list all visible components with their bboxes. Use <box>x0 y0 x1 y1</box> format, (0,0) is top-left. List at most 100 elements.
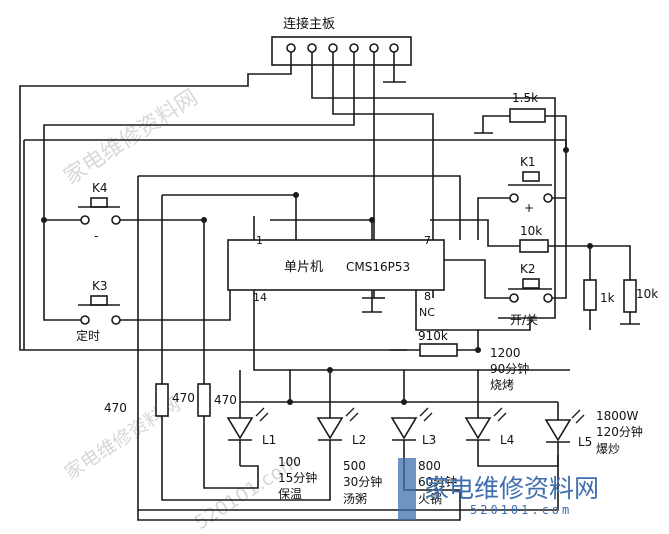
key-k4-label: K4 <box>92 181 108 195</box>
mcu-model: CMS16P53 <box>346 260 410 274</box>
led-l2-time: 30分钟 <box>343 474 382 489</box>
connector-header: 连接主板 <box>271 16 412 66</box>
junction-dot <box>201 217 207 223</box>
key-k3-sub: 定时 <box>76 328 100 343</box>
resistor-body <box>519 239 549 253</box>
key-k4-contact <box>111 215 121 225</box>
key-k4-sub: - <box>94 229 98 243</box>
logo-text: 家电维修资料网 <box>424 474 599 503</box>
mcu-chip: 单片机 CMS16P53 1 7 14 8 NC <box>227 234 445 319</box>
resistor-10k-horizontal: 10k <box>519 224 549 253</box>
resistor-body <box>583 279 597 311</box>
led-l1: L1 100 15分钟 保温 <box>226 402 317 501</box>
led-l3-power: 800 <box>418 459 441 473</box>
led-l1-name: L1 <box>262 433 276 447</box>
mcu-pin-8: 8 <box>424 290 431 303</box>
watermark-text: 家电维修资料网 <box>60 85 203 190</box>
resistor-label: 470 <box>104 401 127 415</box>
led-l2-name: L2 <box>352 433 366 447</box>
led-l5-name: L5 <box>578 435 592 449</box>
resistor-470-b: 470 <box>172 383 211 417</box>
led-l2-mode: 汤粥 <box>343 492 367 506</box>
resistor-10k-vertical: 10k <box>623 279 658 313</box>
led-l1-time: 15分钟 <box>278 470 317 485</box>
resistor-label: 1k <box>600 291 615 305</box>
led-l4-mode: 烧烤 <box>490 377 514 392</box>
mcu-pin-1: 1 <box>256 234 263 247</box>
resistor-470-c: 470 <box>214 393 237 407</box>
key-k4: K4 - <box>78 181 121 243</box>
connector-pin <box>349 43 359 53</box>
resistor-label: 470 <box>214 393 237 407</box>
site-logo: 家电维修资料网 520101.com <box>398 458 599 520</box>
resistor-470-a: 470 <box>104 383 169 417</box>
key-k4-cap <box>90 197 108 208</box>
resistor-label: 910k <box>418 329 448 343</box>
resistor-body <box>197 383 211 417</box>
led-l5-time: 120分钟 <box>596 424 643 439</box>
led-l3-mode: 火锅 <box>418 491 442 506</box>
key-k3-contact <box>80 315 90 325</box>
logo-bar <box>398 458 416 520</box>
key-k1-contact <box>509 193 519 203</box>
resistor-body <box>623 279 637 313</box>
key-k1-cap <box>522 171 540 182</box>
led-l2-power: 500 <box>343 459 366 473</box>
resistor-label: 470 <box>172 391 195 405</box>
connector-body <box>271 36 412 66</box>
key-k1: K1 + <box>508 155 553 215</box>
resistor-1k: 1k <box>583 260 615 311</box>
led-l1-power: 100 <box>278 455 301 469</box>
key-k3-cap <box>90 295 108 306</box>
watermark-layer: 家电维修资料网 家电维修资料网 520101.com <box>60 85 303 534</box>
resistor-body <box>155 383 169 417</box>
key-k1-label: K1 <box>520 155 536 169</box>
junction-dot <box>41 217 47 223</box>
key-k2-cap <box>522 278 540 289</box>
key-k2-contact <box>509 293 519 303</box>
resistor-body <box>419 343 458 357</box>
connector-label: 连接主板 <box>283 16 335 32</box>
resistor-body <box>509 108 546 123</box>
logo-url: 520101.com <box>470 503 572 517</box>
led-l4-time: 90分钟 <box>490 361 529 376</box>
junctions <box>41 147 593 405</box>
key-k4-contact <box>80 215 90 225</box>
junction-dot <box>327 367 333 373</box>
key-k2-contact <box>543 293 553 303</box>
connector-pin <box>389 43 399 53</box>
resistor-label: 1.5k <box>512 91 538 105</box>
key-k2-sub: 开/关 <box>510 313 538 327</box>
resistor-910k: 910k <box>418 329 458 357</box>
junction-dot <box>369 217 375 223</box>
mcu-label: 单片机 <box>284 260 323 275</box>
led-l3-name: L3 <box>422 433 436 447</box>
key-k2-label: K2 <box>520 262 536 276</box>
key-k3: K3 定时 <box>76 279 121 343</box>
led-l4: L4 1200 90分钟 烧烤 <box>464 346 529 450</box>
mcu-pin-14: 14 <box>253 291 267 304</box>
led-l2: L2 500 30分钟 汤粥 <box>316 402 382 506</box>
led-l5: L5 1800W 120分钟 爆炒 <box>544 405 643 456</box>
led-l1-mode: 保温 <box>278 487 302 501</box>
connector-pin <box>307 43 317 53</box>
led-l5-power: 1800W <box>596 409 639 423</box>
junction-dot <box>475 347 481 353</box>
connector-pin <box>286 43 296 53</box>
led-l5-mode: 爆炒 <box>596 442 620 456</box>
resistor-label: 10k <box>520 224 542 238</box>
mcu-pin-nc: NC <box>419 306 435 319</box>
key-k3-label: K3 <box>92 279 108 293</box>
mcu-pin-7: 7 <box>424 234 431 247</box>
junction-dot <box>401 399 407 405</box>
junction-dot <box>287 399 293 405</box>
key-k3-contact <box>111 315 121 325</box>
key-k1-contact <box>543 193 553 203</box>
led-l3: L3 800 60分钟 火锅 <box>390 407 457 506</box>
resistor-label: 10k <box>636 287 658 301</box>
key-k2: K2 开/关 <box>508 262 553 327</box>
junction-dot <box>587 243 593 249</box>
led-l3-time: 60分钟 <box>418 474 457 489</box>
connector-pin <box>328 43 338 53</box>
